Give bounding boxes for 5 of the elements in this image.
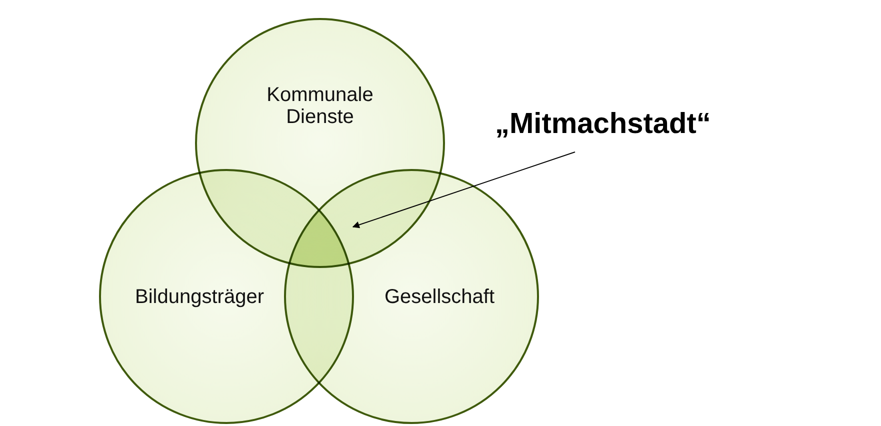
leader-arrow (352, 152, 576, 228)
circle-label: Kommunale Dienste (266, 84, 374, 128)
callout-text: „Mitmachstadt“ (495, 108, 711, 141)
circle-label: Bildungsträger (135, 286, 264, 308)
circle-label: Gesellschaft (384, 286, 495, 308)
